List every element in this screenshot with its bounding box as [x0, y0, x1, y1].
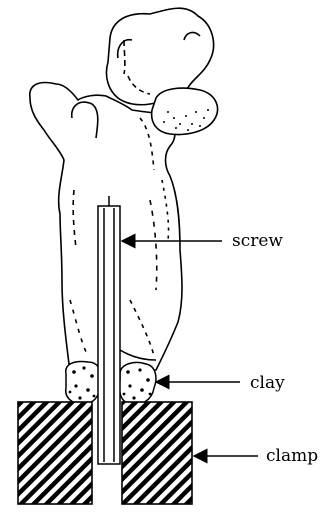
- clay-label: clay: [250, 373, 285, 393]
- screw-label: screw: [232, 231, 283, 251]
- screw: [98, 196, 120, 464]
- clamp-label: clamp: [266, 446, 318, 466]
- bone: [30, 8, 218, 372]
